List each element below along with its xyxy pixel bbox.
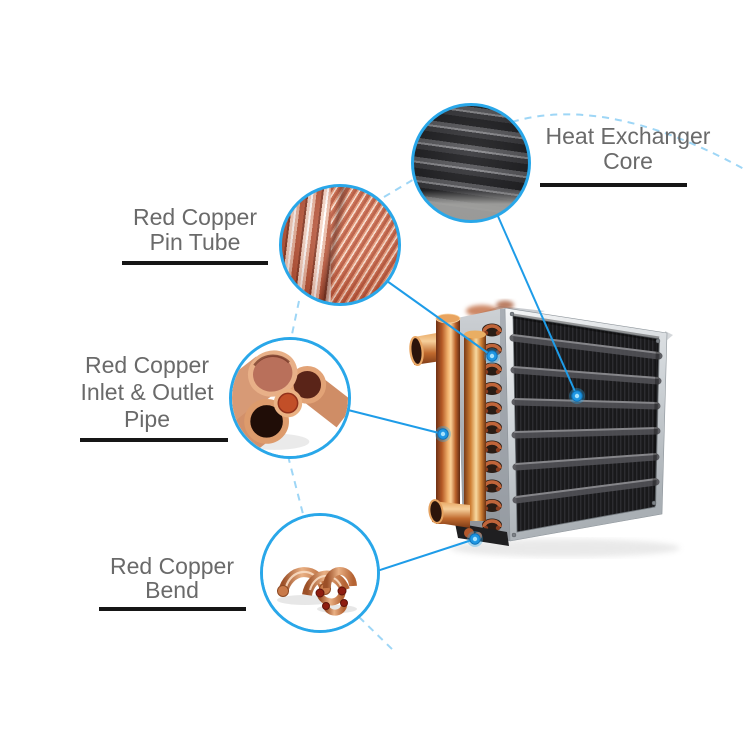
marker-dot-pin-tube — [483, 347, 501, 365]
dashed-connector-lines — [287, 113, 745, 652]
leader-lines — [347, 213, 578, 572]
marker-dot-inlet-outlet — [434, 425, 452, 443]
dashed-arc-top-right — [511, 113, 745, 170]
label-line: Inlet & Outlet — [80, 379, 214, 405]
label-line: Red Copper — [109, 553, 235, 579]
copper-bends-illustration — [263, 516, 377, 630]
copper-inlet-outlet-pipes-closeup-photo — [229, 337, 351, 459]
core-right-shadow — [652, 339, 660, 507]
label-underline — [99, 607, 246, 611]
dashed-pin-to-inlet — [290, 300, 300, 340]
core-tube-streaks — [509, 334, 663, 504]
label-red-copper-pin-tube: Red Copper Pin Tube — [95, 204, 295, 265]
label-underline — [122, 261, 268, 265]
label-line: Pin Tube — [149, 229, 241, 255]
frame-screws — [509, 311, 661, 538]
heat-exchanger-product — [409, 300, 680, 557]
label-underline — [80, 438, 228, 442]
heat-exchanger-core-closeup-photo — [411, 103, 531, 223]
label-underline — [540, 183, 687, 187]
label-line: Core — [603, 148, 653, 174]
leader-bend — [376, 538, 476, 572]
marker-dot-bend — [466, 530, 484, 548]
leader-core — [496, 213, 578, 397]
label-heat-exchanger-core: Heat Exchanger Core — [508, 123, 748, 187]
label-line: Bend — [145, 577, 199, 603]
leader-pin-tube — [386, 280, 493, 357]
label-red-copper-inlet-outlet-pipe: Red Copper Inlet & Outlet Pipe — [37, 352, 257, 442]
core-top-shadow — [512, 313, 660, 342]
label-line: Pipe — [123, 406, 171, 432]
marker-dot-core — [568, 387, 586, 405]
copper-bends-closeup-photo — [260, 513, 380, 633]
label-line: Red Copper — [84, 352, 210, 378]
bottom-stub-pipe — [428, 499, 470, 528]
side-plate-edge — [500, 309, 510, 540]
label-red-copper-bend: Red Copper Bend — [72, 553, 272, 611]
dashed-bend-tail — [358, 616, 395, 652]
label-line: Red Copper — [132, 204, 258, 230]
copper-manifold-tubes — [435, 313, 486, 524]
leader-inlet-outlet — [347, 409, 444, 435]
dashed-inlet-to-bend — [287, 455, 304, 515]
copper-pin-tube-closeup-photo — [279, 184, 401, 306]
label-line: Heat Exchanger — [545, 123, 711, 149]
